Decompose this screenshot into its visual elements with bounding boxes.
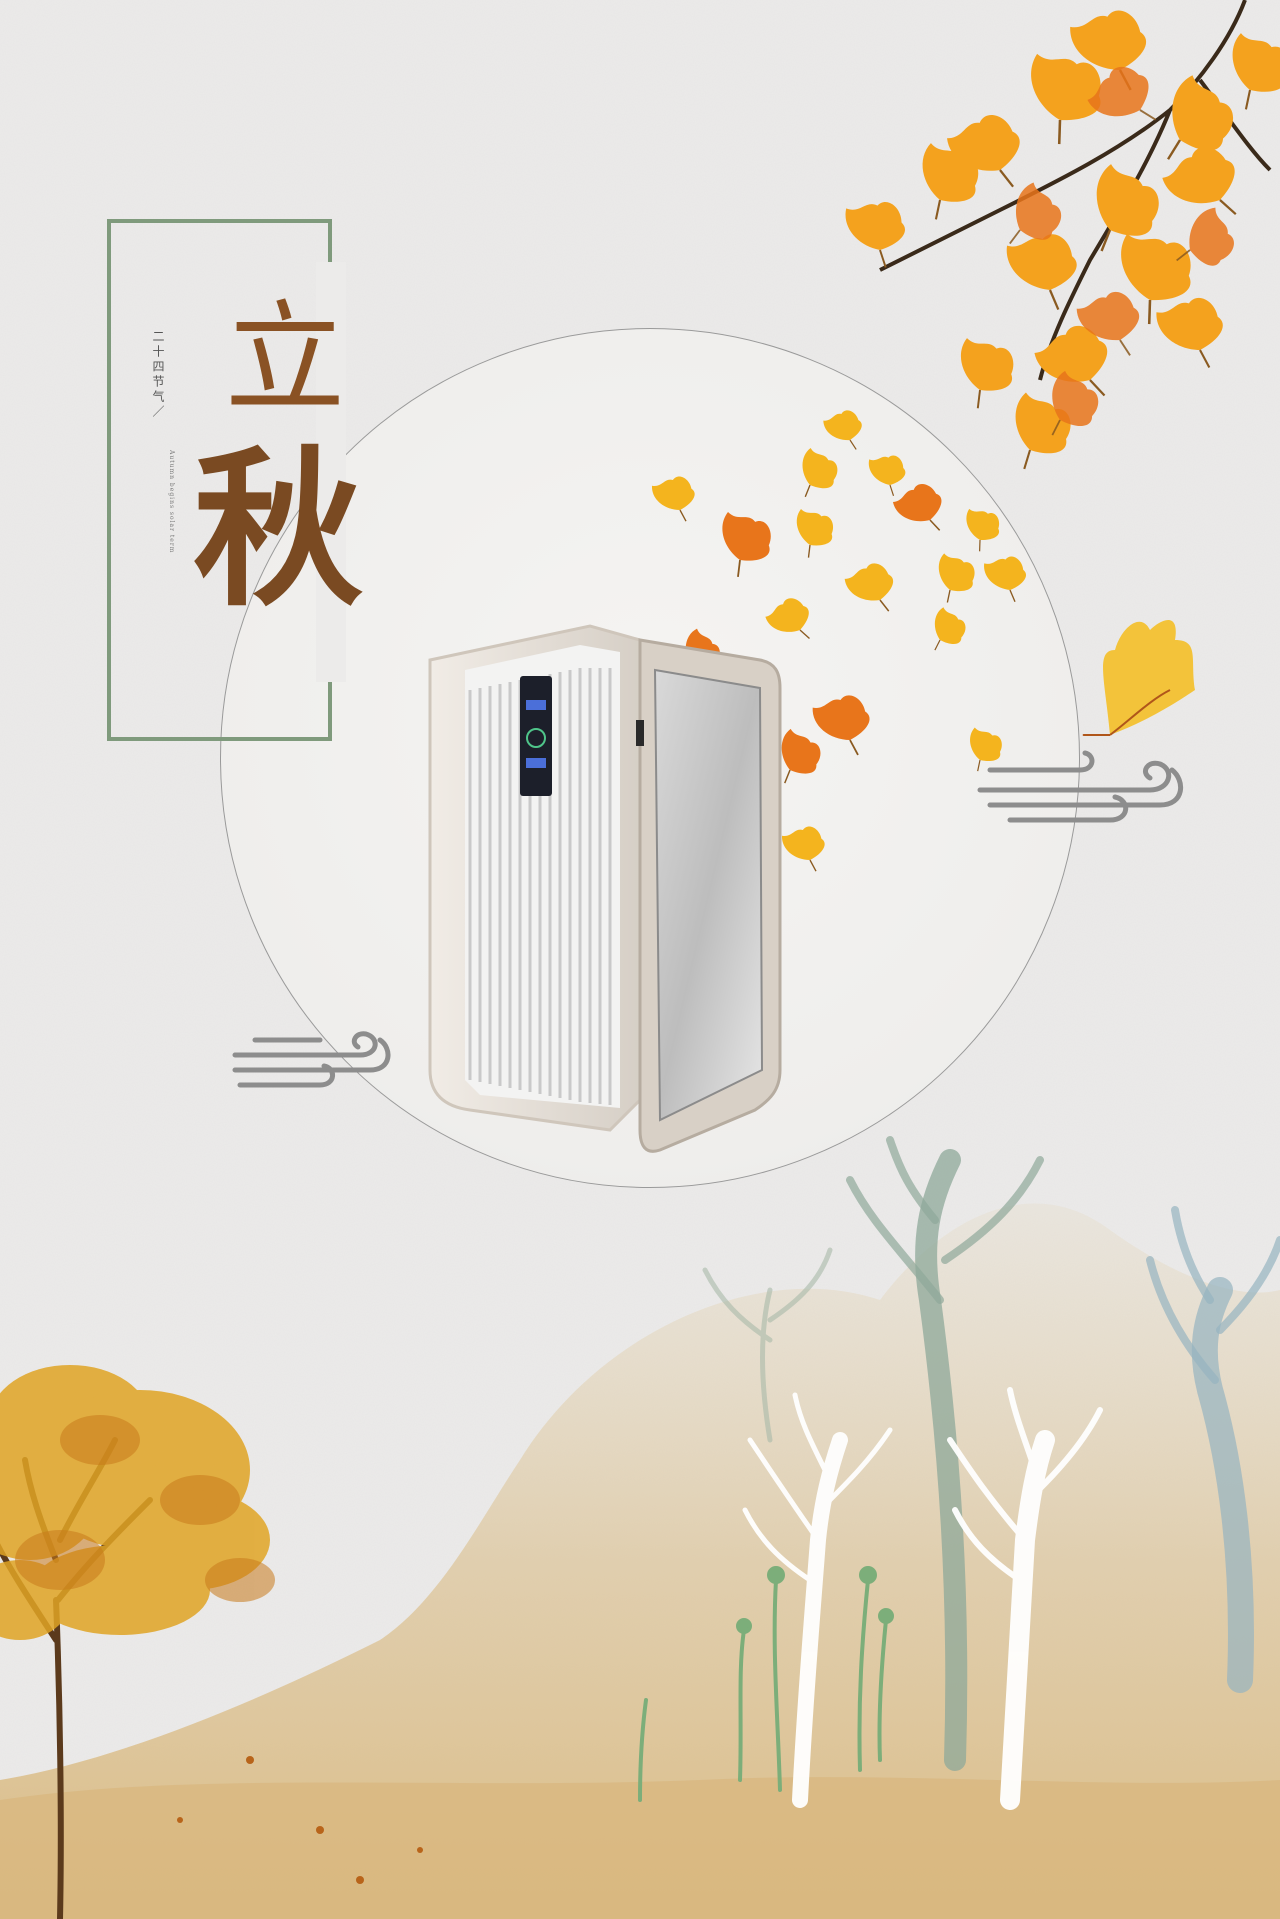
title-qiu: 秋	[192, 430, 363, 630]
air-purifier-icon	[428, 624, 782, 1153]
solar-term-subtitle-en: Autumn begins solar term	[168, 450, 175, 554]
cloud-swirl-left	[232, 1031, 391, 1088]
autumn-tree	[0, 1365, 423, 1919]
purifier-display	[520, 676, 552, 796]
solar-term-subtitle: 二十四节气／	[151, 330, 165, 420]
ginkgo-branch	[843, 0, 1280, 482]
title-li: 立	[225, 290, 345, 429]
white-trees	[742, 1387, 1103, 1810]
falling-leaves	[530, 405, 1195, 1047]
frame-gap	[316, 262, 346, 682]
cloud-swirl-right	[977, 750, 1184, 823]
distant-trees	[702, 1136, 1280, 1771]
ground-wash	[0, 1777, 1280, 1919]
sprouts	[638, 1566, 894, 1802]
large-ginkgo-leaf	[1082, 620, 1195, 737]
